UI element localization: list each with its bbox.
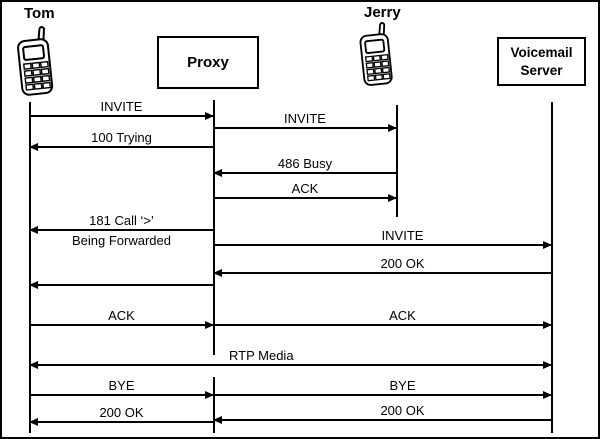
- message-label-line2: Being Forwarded: [72, 233, 171, 248]
- message-line: [214, 272, 551, 274]
- message-line: [30, 324, 213, 326]
- message-line: [30, 146, 213, 148]
- arrowhead-right-icon: [388, 124, 397, 132]
- message-line: [30, 364, 551, 366]
- message-line: [214, 394, 551, 396]
- message-label: BYE: [108, 378, 135, 393]
- message-line: [214, 419, 551, 421]
- message-label: INVITE: [100, 99, 143, 114]
- message-label: ACK: [108, 308, 135, 323]
- message-line: [214, 244, 551, 246]
- lifeline-tom: [29, 102, 31, 433]
- arrowhead-right-icon: [543, 241, 552, 249]
- arrowhead-right-icon: [205, 112, 214, 120]
- message-line: [30, 115, 213, 117]
- arrowhead-right-icon: [205, 391, 214, 399]
- message-label: 100 Trying: [91, 130, 152, 145]
- arrowhead-left-icon: [29, 143, 38, 151]
- message-label: 200 OK: [380, 256, 425, 271]
- message-label: 181 Call ‘>’: [89, 213, 154, 228]
- message-label: INVITE: [381, 228, 424, 243]
- message-label: 200 OK: [99, 405, 144, 420]
- arrowhead-right-icon: [388, 194, 397, 202]
- message-label: INVITE: [284, 111, 326, 126]
- actor-tom-label: Tom: [24, 5, 55, 22]
- message-label: BYE: [389, 378, 416, 393]
- message-label: ACK: [389, 308, 416, 323]
- message-line: [30, 421, 213, 423]
- message-label: 486 Busy: [277, 156, 333, 171]
- arrowhead-left-icon: [213, 169, 222, 177]
- arrowhead-left-icon: [29, 361, 38, 369]
- message-line: [214, 324, 551, 326]
- message-line: [214, 197, 396, 199]
- arrowhead-right-icon: [543, 321, 552, 329]
- message-label: 200 OK: [380, 403, 425, 418]
- voicemail-server-box-label: Voicemail Server: [510, 44, 573, 78]
- lifeline-proxy-lower: [213, 377, 215, 433]
- arrowhead-right-icon: [205, 321, 214, 329]
- arrowhead-left-icon: [29, 226, 38, 234]
- message-line: [30, 284, 213, 286]
- jerry-phone-icon: [359, 22, 393, 86]
- arrowhead-left-icon: [29, 418, 38, 426]
- lifeline-voicemail: [551, 102, 553, 433]
- arrowhead-right-icon: [543, 391, 552, 399]
- message-label: RTP Media: [229, 348, 294, 363]
- tom-phone-icon: [17, 26, 54, 96]
- arrowhead-right-icon: [543, 361, 552, 369]
- message-line: [30, 229, 213, 231]
- message-label: ACK: [291, 181, 319, 196]
- actor-jerry-label: Jerry: [364, 4, 401, 21]
- proxy-box-label: Proxy: [187, 54, 229, 71]
- message-line: [214, 127, 396, 129]
- voicemail-server-box: Voicemail Server: [497, 37, 586, 86]
- arrowhead-left-icon: [213, 416, 222, 424]
- arrowhead-left-icon: [213, 269, 222, 277]
- lifeline-proxy-upper: [213, 100, 215, 355]
- message-line: [214, 172, 396, 174]
- lifeline-jerry: [396, 105, 398, 217]
- message-line: [30, 394, 213, 396]
- arrowhead-left-icon: [29, 281, 38, 289]
- proxy-box: Proxy: [157, 36, 259, 89]
